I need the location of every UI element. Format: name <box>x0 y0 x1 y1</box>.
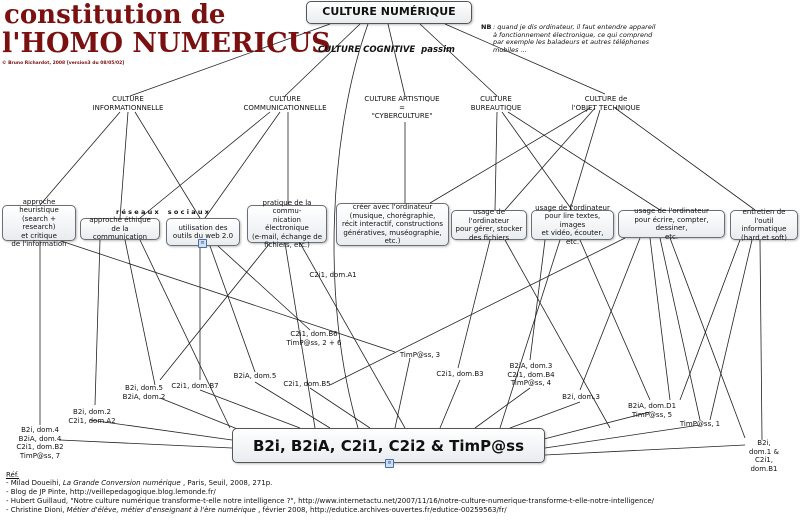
node-pratique-communication: pratique de la commu- nication électroni… <box>247 199 327 249</box>
label-b2ia-3: B2iA, dom.3 C2i1, dom.B4 TimP@ss, 4 <box>507 362 555 387</box>
node-usage-lire: usage de l'ordinateur pour lire textes, … <box>531 204 614 246</box>
reference-1: - Milad Doueihi, La Grande Conversion nu… <box>6 479 272 488</box>
label-c2i1-b5: C2i1, dom.B5 <box>283 380 331 388</box>
page-title-line2: l'HOMO NUMERICUS <box>2 28 331 59</box>
label-b2i-3: B2i, dom.3 <box>562 393 600 401</box>
main-certifications-box: B2i, B2iA, C2i1, C2i2 & TimP@ss <box>232 428 545 463</box>
note-icon-main[interactable]: ≡ <box>385 459 394 468</box>
culture-objet-technique: CULTURE de l'OBJET TECHNIQUE <box>571 95 641 112</box>
reference-1-title: La Grande Conversion numérique <box>62 479 181 487</box>
label-b2ia-5: B2iA, dom.5 <box>233 372 277 380</box>
label-c2i1-a1: C2i1, dom.A1 <box>309 271 357 279</box>
credit-text: © Bruno Richardot, 2008 [version3 du 08/… <box>2 61 125 66</box>
reference-3: - Hubert Guillaud, "Notre culture numéri… <box>6 497 654 506</box>
node-creer-ordinateur: créer avec l'ordinateur (musique, chorég… <box>336 203 449 246</box>
reference-4-pre: - Christine Dioni, <box>6 506 67 514</box>
node-approche-ethique: approche éthique de la communication <box>80 216 160 241</box>
label-c2i1-b3: C2i1, dom.B3 <box>436 370 484 378</box>
label-b2i-1: B2i, dom.1 & C2i1, dom.B1 <box>749 439 779 473</box>
nb-text: : quand je dis ordinateur, il faut enten… <box>493 23 656 54</box>
page-title-line1: constitution de <box>4 0 226 30</box>
reference-2-text[interactable]: - Blog de JP Pinte, http://veillepedagog… <box>6 488 216 496</box>
reference-1-pre: - Milad Doueihi, <box>6 479 63 487</box>
label-timpass-3: TimP@ss, 3 <box>399 351 441 359</box>
label-c2i1-b6: C2i1, dom.B6 TimP@ss, 2 + 6 <box>286 330 342 347</box>
label-timpass-1: TimP@ss, 1 <box>679 420 721 428</box>
node-usage-gerer: usage de l'ordinateur pour gérer, stocke… <box>451 208 527 242</box>
reference-4: - Christine Dioni, Métier d'élève, métie… <box>6 506 507 515</box>
references-title: Réf. <box>6 471 20 479</box>
reseaux-sociaux-label: r é s e a u x s o c i a u x <box>116 208 209 216</box>
node-usage-ecrire: usage de l'ordinateur pour écrire, compt… <box>618 207 725 241</box>
nb-label: NB <box>481 23 492 31</box>
root-node: CULTURE NUMÉRIQUE <box>306 1 472 24</box>
label-b2ia-d1: B2iA, dom.D1 TimP@ss, 5 <box>627 402 677 419</box>
label-b2i-4: B2i, dom.4 B2iA, dom.4 C2i1, dom.B2 TimP… <box>16 426 64 460</box>
reference-1-post: , Paris, Seuil, 2008, 271p. <box>180 479 273 487</box>
reference-4-title: Métier d'élève, métier d'enseignant à l'… <box>66 506 256 514</box>
reference-3-text[interactable]: - Hubert Guillaud, "Notre culture numéri… <box>6 497 655 505</box>
culture-bureautique: CULTURE BUREAUTIQUE <box>470 95 522 112</box>
cognitive-culture-label: CULTURE COGNITIVE passim <box>318 45 455 55</box>
node-approche-heuristique: approche heuristique (search + research)… <box>2 198 76 248</box>
nb-note: NB : quand je dis ordinateur, il faut en… <box>481 23 671 53</box>
culture-artistique: CULTURE ARTISTIQUE = "CYBERCULTURE" <box>364 95 440 120</box>
node-entretien-outil: entretien de l'outil informatique (hard … <box>730 208 798 242</box>
culture-communicationnelle: CULTURE COMMUNICATIONNELLE <box>243 95 327 112</box>
note-icon-web2[interactable]: ≡ <box>198 239 207 248</box>
reference-2: - Blog de JP Pinte, http://veillepedagog… <box>6 488 216 497</box>
culture-informationnelle: CULTURE INFORMATIONNELLE <box>92 95 164 112</box>
label-c2i1-b7: C2i1, dom.B7 <box>171 382 219 390</box>
reference-4-post[interactable]: , février 2008, http://edutice.archives-… <box>255 506 507 514</box>
label-b2i-2: B2i, dom.2 C2i1, dom.A2 <box>68 408 116 425</box>
label-b2i-5: B2i, dom.5 B2iA, dom.2 <box>122 384 166 401</box>
